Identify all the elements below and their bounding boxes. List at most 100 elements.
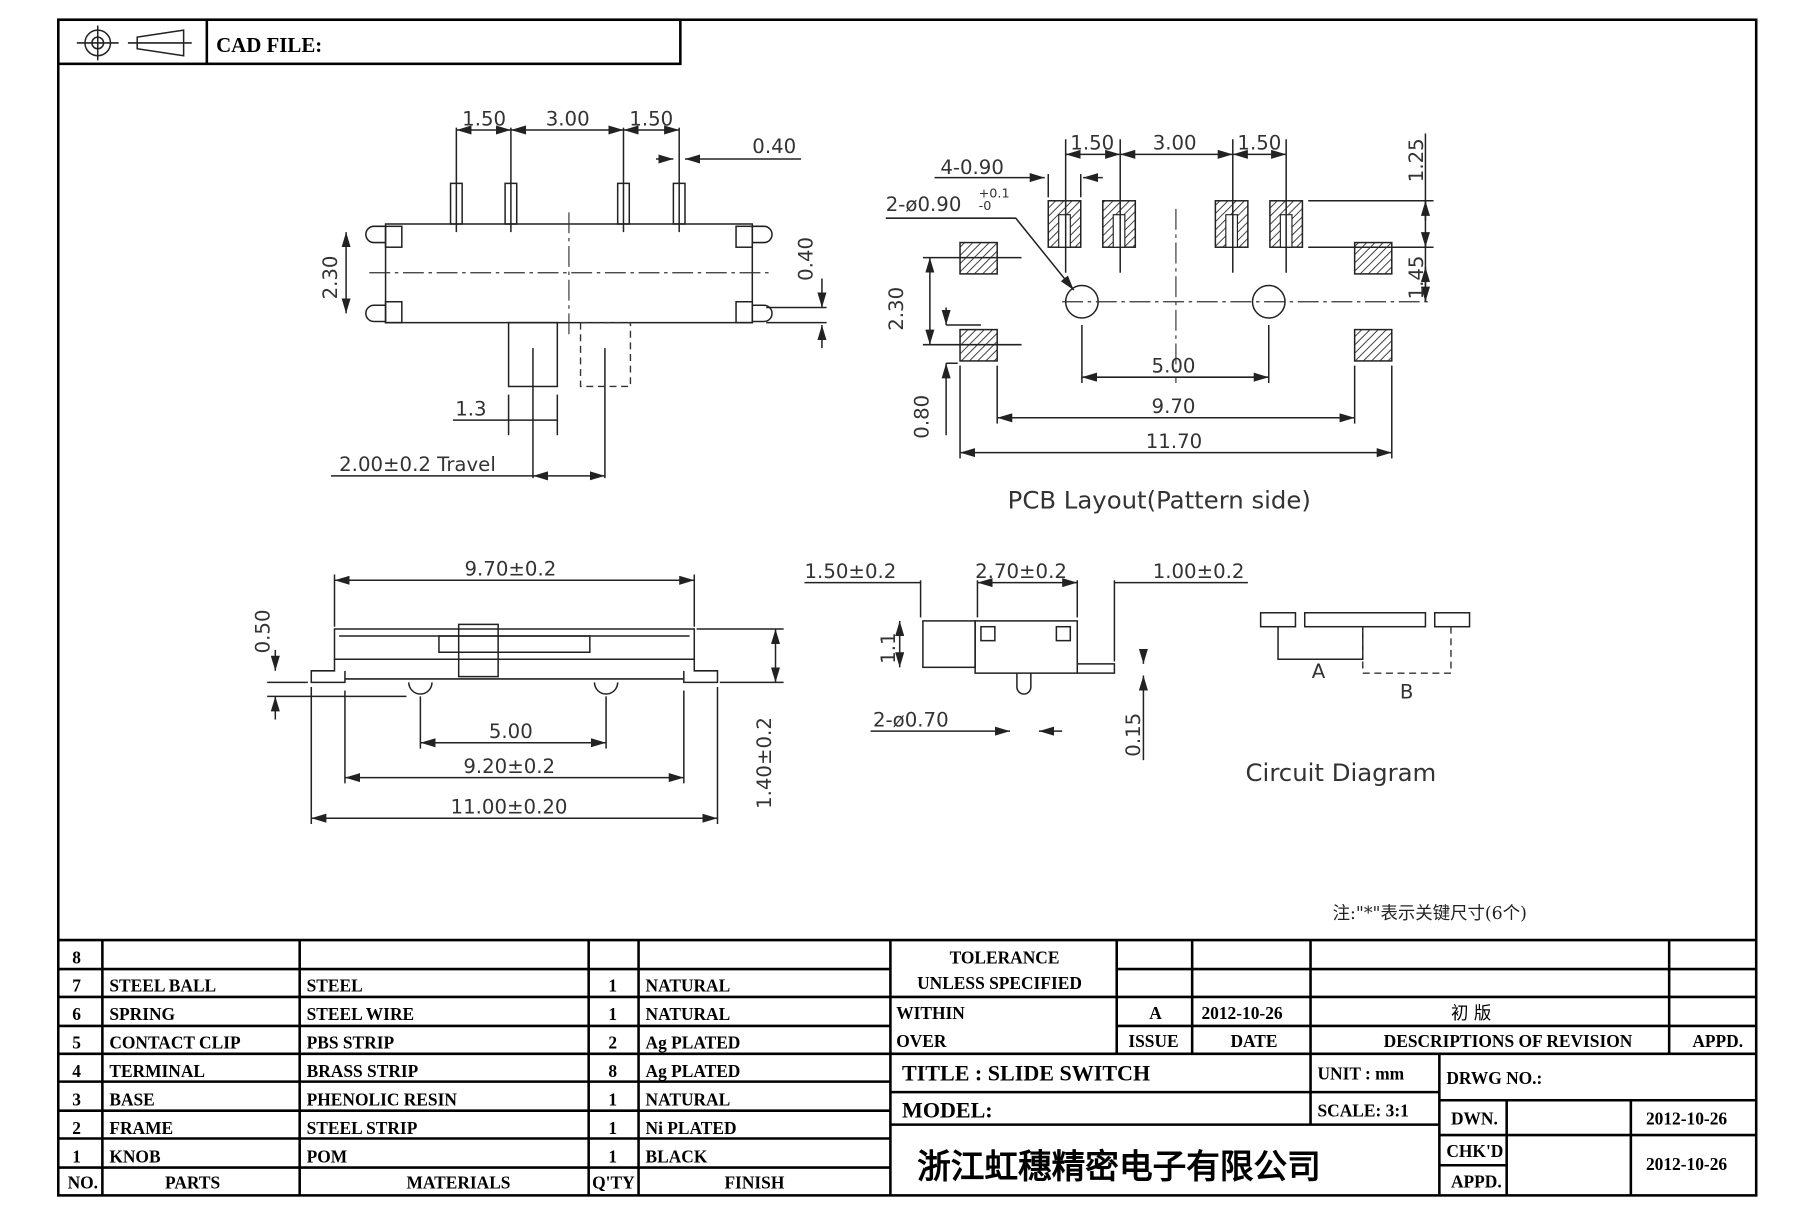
table-cell: SPRING [109,1004,175,1024]
table-row: 6 SPRING STEEL WIRE 1 NATURAL [72,1004,730,1024]
drawn-label: DWN. [1451,1109,1498,1129]
table-cell: 2 [608,1033,617,1053]
revision-description: 初 版 [1451,1004,1491,1024]
pcb-layout: 1.50 3.00 1.50 4-0.90 2-ø0.90 +0.1 -0 1.… [885,132,1434,514]
cad-file-label: CAD FILE: [216,33,322,57]
table-row: 4 TERMINAL BRASS STRIP 8 Ag PLATED [72,1061,740,1081]
description-label: DESCRIPTIONS OF REVISION [1384,1031,1633,1051]
checked-label: CHK'D [1446,1141,1503,1161]
table-cell: NATURAL [646,1089,731,1109]
drawing-title: TITLE : SLIDE SWITCH [902,1060,1150,1085]
bom-table [58,938,1757,1196]
revision-block: TOLERANCE UNLESS SPECIFIED WITHIN OVER A… [896,947,1743,1051]
table-cell: BLACK [646,1146,708,1166]
dim-label: 1.45 [1405,256,1428,300]
table-cell: NATURAL [646,1004,731,1024]
dim-label: 11.00±0.20 [451,796,568,819]
dim-label: 1.50 [462,107,506,130]
table-cell: PHENOLIC RESIN [307,1089,458,1109]
dim-label: 3.00 [1153,132,1197,155]
dim-label: 4-0.90 [940,156,1004,179]
date-label: DATE [1230,1031,1277,1051]
table-cell: FRAME [109,1118,173,1138]
dim-label: +0.1 [979,186,1010,201]
title-block: TITLE : SLIDE SWITCH MODEL: UNIT : mm SC… [902,1060,1727,1191]
top-view: 1.50 3.00 1.50 0.40 2.30 0.40 1.3 2.00±0… [319,107,827,481]
circuit-label-a: A [1312,660,1326,683]
issue-label: ISSUE [1128,1031,1178,1051]
table-cell: 1 [608,1004,617,1024]
table-cell: 1 [72,1146,81,1166]
dim-label: 0.40 [752,135,796,158]
table-cell: 7 [72,976,81,996]
circuit-diagram: A B Circuit Diagram [1246,612,1471,787]
projection-symbol-icon [76,25,192,61]
bom-header-row: NO. PARTS MATERIALS Q'TY FINISH [68,1172,785,1192]
dim-label: -0 [979,199,992,214]
table-cell: BRASS STRIP [307,1061,419,1081]
table-cell: PBS STRIP [307,1033,395,1053]
dim-label: 1.50 [1237,132,1281,155]
table-cell: 8 [72,947,81,967]
bom-header: MATERIALS [406,1172,510,1192]
dim-label: 9.20±0.2 [463,755,555,778]
table-row: 5 CONTACT CLIP PBS STRIP 2 Ag PLATED [72,1033,740,1053]
table-cell: 1 [608,1118,617,1138]
model-label: MODEL: [902,1098,993,1123]
dim-label: 2-ø0.90 [886,193,962,216]
issue-value: A [1149,1003,1162,1023]
unless-specified-label: UNLESS SPECIFIED [917,973,1082,993]
table-cell: 4 [72,1061,81,1081]
table-cell: BASE [109,1089,154,1109]
bom-header: NO. [68,1172,98,1192]
table-cell: CONTACT CLIP [109,1033,241,1053]
table-cell: Ag PLATED [646,1033,741,1053]
dim-label: 9.70±0.2 [464,558,556,581]
table-cell: 1 [608,1089,617,1109]
dim-label: 1.50 [629,107,673,130]
table-cell: 1 [608,976,617,996]
dim-label: 1.00±0.2 [1153,560,1245,583]
circuit-caption: Circuit Diagram [1246,758,1437,787]
table-row: 3 BASE PHENOLIC RESIN 1 NATURAL [72,1089,730,1109]
table-cell: STEEL STRIP [307,1118,418,1138]
pcb-layout-caption: PCB Layout(Pattern side) [1008,485,1311,514]
dim-label: 11.70 [1146,430,1202,453]
dim-label: 1.40±0.2 [753,717,776,809]
drawing-number-label: DRWG NO.: [1446,1068,1542,1088]
header-box: CAD FILE: [57,18,682,66]
table-cell: STEEL BALL [109,976,216,996]
company-name: 浙江虹穗精密电子有限公司 [917,1147,1321,1186]
scale-label: SCALE: 3:1 [1318,1100,1409,1120]
appd-label: APPD. [1692,1031,1743,1051]
table-cell: POM [307,1146,348,1166]
table-cell: 5 [72,1033,81,1053]
dim-label: 3.00 [546,107,590,130]
table-cell: 6 [72,1004,81,1024]
drawing-border [57,18,1758,1197]
dim-label: 9.70 [1152,395,1196,418]
dim-label: 2.30 [319,256,342,300]
revision-date: 2012-10-26 [1201,1003,1282,1023]
table-cell: NATURAL [646,976,731,996]
checked-date: 2012-10-26 [1646,1154,1727,1174]
table-cell: 8 [608,1061,617,1081]
table-cell: 3 [72,1089,81,1109]
dim-label: 0.40 [795,237,818,281]
dim-label: 1.3 [455,397,486,420]
unit-label: UNIT : mm [1318,1063,1405,1083]
table-cell: TERMINAL [109,1061,205,1081]
dim-label: 1.1 [877,632,900,663]
table-cell: STEEL WIRE [307,1004,414,1024]
table-cell: Ag PLATED [646,1061,741,1081]
dim-label: 1.50±0.2 [805,560,897,583]
dim-label: 0.50 [252,609,275,653]
dim-label: 2.00±0.2 Travel [339,453,496,476]
bom-header: Q'TY [592,1172,635,1192]
table-row: 8 [72,947,81,967]
table-cell: KNOB [109,1146,161,1166]
